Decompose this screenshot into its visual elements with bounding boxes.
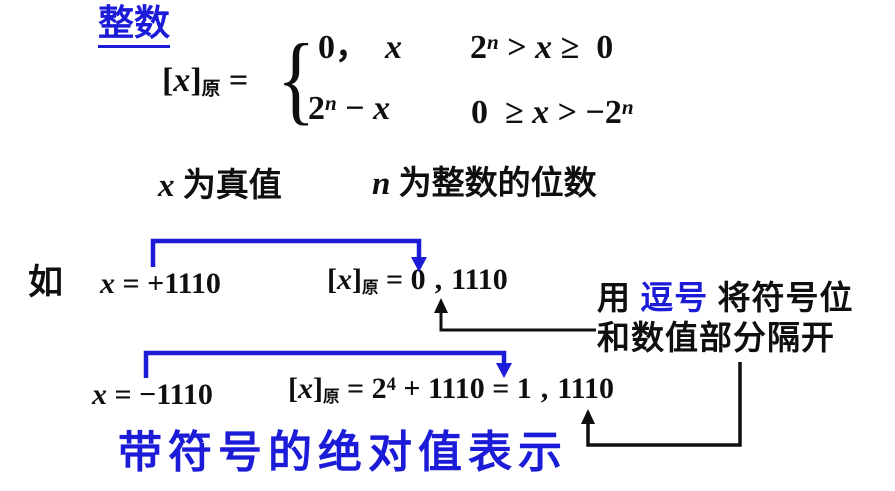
example1-eq: = [115,267,148,300]
case1-sign-bit: 0， [318,29,369,66]
case1-cond-gt: > [498,29,536,66]
bracket-close: ] [190,62,202,99]
var-x: x [298,372,313,405]
comma-pointer-arrow-positive [434,298,596,332]
annotation-comma-word: 逗号 [640,281,709,317]
formula-case2-condition: 0 ≥ x > −2n [471,95,634,131]
example2-rhs: [x]原 = 24 + 1110 = 1,1110 [288,373,614,405]
case2-value-var-x: x [373,90,391,127]
case1-cond-geq-zero: ≥ 0 [552,29,614,66]
case2-value-base: 2 [308,90,325,127]
bracket-open: [ [162,62,174,99]
case1-cond-var-x: x [535,29,553,66]
annotation-line2: 和数值部分隔开 [597,320,835,357]
slide-title: 整数 [98,4,171,48]
example2-comma: , [540,372,549,405]
equals-sign: = [220,62,249,99]
example1-true-value: +1110 [147,267,221,300]
formula-case1-value: 0， x [318,30,402,66]
example2-sign-bit: 1 [516,372,532,405]
var-x: x [337,263,352,296]
case1-cond-exponent: n [487,29,499,54]
bracket-close: ] [313,372,323,405]
case1-var-x: x [385,29,402,66]
formula-case1-condition: 2n > x ≥ 0 [470,30,613,66]
example2-base: 2 [371,372,387,405]
example1-var-x: x [100,267,115,300]
bracket-open: [ [327,263,337,296]
subscript-yuan: 原 [323,386,340,406]
example2-magnitude: 1110 [557,372,614,405]
example1-sign-bit: 0 [410,263,426,296]
legend-x: x 为真值 [158,169,282,204]
formula-brace: { [277,23,316,134]
example1-rhs: [x]原 = 0,1110 [327,264,508,296]
case2-value-minus: − [336,90,374,127]
case2-cond-gt-neg2: > −2 [549,94,622,131]
case2-cond-var-x: x [532,94,550,131]
bracket-open: [ [288,372,298,405]
formula-lhs: [x]原 = [162,62,249,101]
annotation-line1-post: 将符号位 [708,281,854,317]
example2-exponent: 4 [386,373,396,395]
formula-case2-value: 2n − x [308,91,390,127]
example2-eq: = [107,378,140,411]
equals-sign: = [339,372,372,405]
comma-annotation: 用 逗号 将符号位和数值部分隔开 [597,280,854,359]
case1-cond-base: 2 [470,29,487,66]
var-x: x [173,62,191,99]
case2-cond-exponent: n [621,94,634,119]
equals-sign: = [378,263,411,296]
subscript-yuan: 原 [201,79,221,101]
subscript-yuan: 原 [362,277,379,297]
example1-comma: , [434,263,443,296]
footer-title: 带符号的绝对值表示 [118,428,568,477]
example2-lhs: x = −1110 [92,379,213,411]
legend-x-text: 为真值 [174,168,282,204]
example2-true-value: −1110 [139,378,213,411]
legend-n-var: n [372,166,391,202]
annotation-line1-pre: 用 [597,281,641,317]
example1-magnitude: 1110 [451,263,508,296]
legend-n-text: 为整数的位数 [390,166,597,202]
example1-lhs: x = +1110 [100,268,221,300]
case2-value-exponent: n [325,90,337,115]
example2-plus-part: + 1110 = [395,372,517,405]
legend-n: n 为整数的位数 [372,167,597,202]
case2-cond-zero-geq: 0 ≥ [471,94,533,131]
example2-var-x: x [92,378,107,411]
example-label: 如 [28,263,64,302]
legend-x-var: x [158,168,175,204]
bracket-close: ] [352,263,362,296]
